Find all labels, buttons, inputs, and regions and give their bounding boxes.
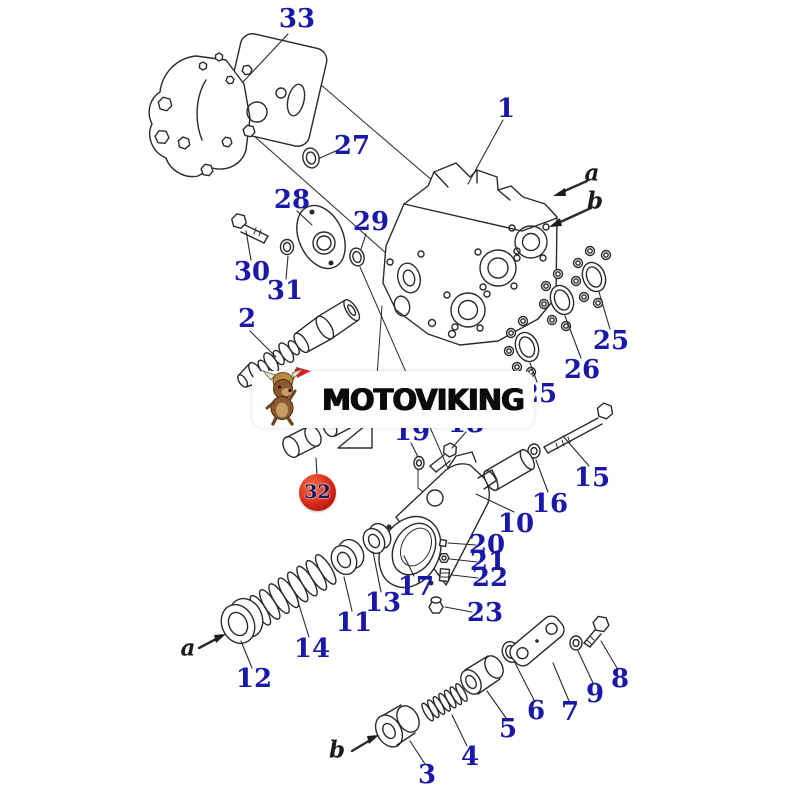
part-4-spring	[421, 682, 468, 722]
part-28-cover-plate	[296, 204, 346, 270]
part-20-plug	[438, 538, 448, 548]
viking-dog-mascot-icon	[261, 367, 311, 426]
part-32-red-circle-badge: 32	[299, 474, 336, 511]
badge-number: 32	[304, 481, 331, 503]
part-7-plate	[509, 615, 565, 667]
part-14-spring	[249, 554, 337, 626]
part-15-bolt	[543, 402, 614, 454]
part-13-retainer	[362, 522, 392, 555]
part-33-pump-assembly	[148, 33, 328, 178]
part-2-spool	[237, 299, 361, 388]
part-25-o-ring-kit-upper	[570, 245, 612, 309]
part-9-washer	[569, 635, 583, 651]
part-5-poppet	[460, 655, 504, 695]
part-3-plug	[374, 704, 420, 748]
view-direction-arrows	[197, 179, 593, 753]
part-8-bolt	[583, 615, 610, 648]
part-26-o-ring-kit	[538, 268, 575, 332]
motoviking-watermark: MOTOVIKING	[252, 367, 534, 428]
part-23-plug	[428, 596, 444, 614]
part-31-washer	[279, 238, 295, 256]
part-25-o-ring-kit-lower	[503, 315, 540, 378]
part-1-valve-body	[382, 162, 558, 346]
part-17-housing	[378, 451, 498, 589]
part-27-o-ring	[302, 147, 320, 169]
leader-lines	[240, 33, 618, 765]
watermark-text: MOTOVIKING	[322, 382, 525, 417]
part-21-nut	[438, 552, 450, 564]
part-16-washer	[527, 443, 541, 459]
part-19-washer	[413, 455, 425, 471]
part-29-o-ring	[349, 247, 365, 267]
part-12-retainer	[220, 597, 264, 645]
part-30-bolt	[231, 213, 269, 244]
part-22-plug	[438, 567, 451, 583]
part-11-retainer	[330, 538, 365, 576]
